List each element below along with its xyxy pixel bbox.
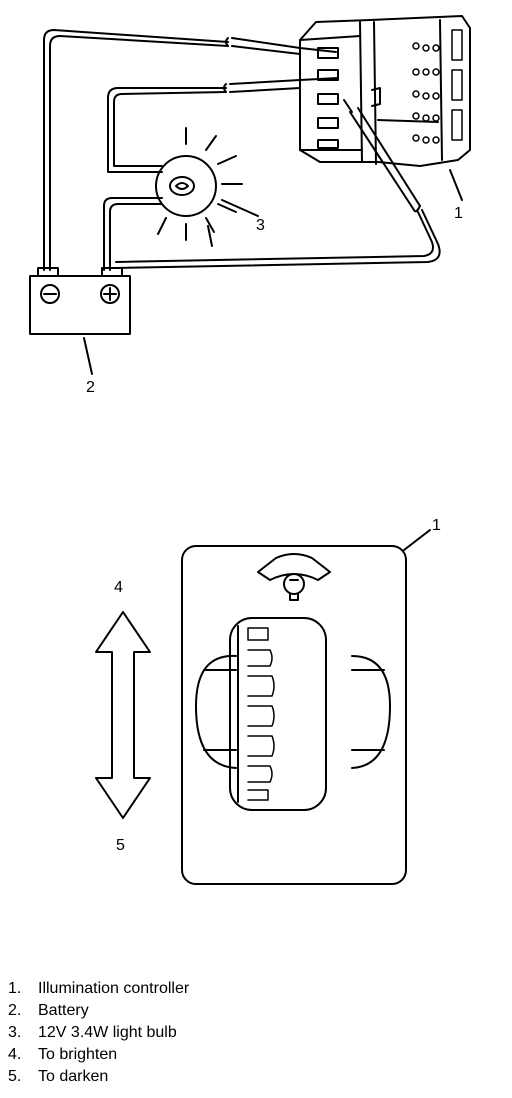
leader-line-3 [221,199,259,217]
leader-line-1b [403,529,431,551]
legend-item: 2. Battery [8,1000,189,1022]
legend-text: Battery [38,1002,89,1019]
wire-positive [115,211,434,263]
wiring-diagram: 1 2 3 [29,15,471,396]
leader-line-1 [449,169,463,201]
light-bulb [155,127,243,247]
callout-5: 5 [116,837,125,854]
probe-lead-top [225,37,337,55]
callout-2: 2 [86,379,95,396]
wire-negative [43,29,229,271]
legend-text: Illumination controller [38,980,190,997]
legend-text: To brighten [38,1046,118,1063]
bulb-symbol-icon [257,553,331,601]
legend-item: 5. To darken [8,1066,189,1088]
battery [29,267,131,335]
leader-line-2 [83,337,93,375]
legend-text: To darken [38,1068,109,1085]
wire-lamp-bottom-2 [109,203,163,271]
legend-list: 1. Illumination controller 2. Battery 3. 12… [8,978,189,1088]
wire-positive-2 [115,209,441,269]
brightness-thumbwheel[interactable] [195,617,391,811]
legend-text: 12V 3.4W light bulb [38,1024,177,1041]
callout-3: 3 [256,217,265,234]
wire-lamp-bottom [103,197,163,271]
illumination-controller-connector [299,15,471,167]
legend-item: 1. Illumination controller [8,978,189,1000]
legend-item: 4. To brighten [8,1044,189,1066]
callout-1b: 1 [432,517,441,534]
legend-number: 4. [8,1046,22,1063]
controller-panel [181,545,407,885]
legend-item: 3. 12V 3.4W light bulb [8,1022,189,1044]
wire-lamp-top-2 [113,91,227,167]
legend-number: 3. [8,1024,22,1041]
probe-lead-diagonal [343,99,421,213]
legend-number: 1. [8,980,22,997]
controller-dial-diagram: 1 4 5 [95,517,441,885]
callout-1: 1 [454,205,463,222]
legend-number: 2. [8,1002,22,1019]
wire-lamp-top [107,87,227,173]
callout-4: 4 [114,579,123,596]
wire-negative-2 [49,35,229,271]
legend-number: 5. [8,1068,22,1085]
brighten-darken-arrow [95,611,151,819]
